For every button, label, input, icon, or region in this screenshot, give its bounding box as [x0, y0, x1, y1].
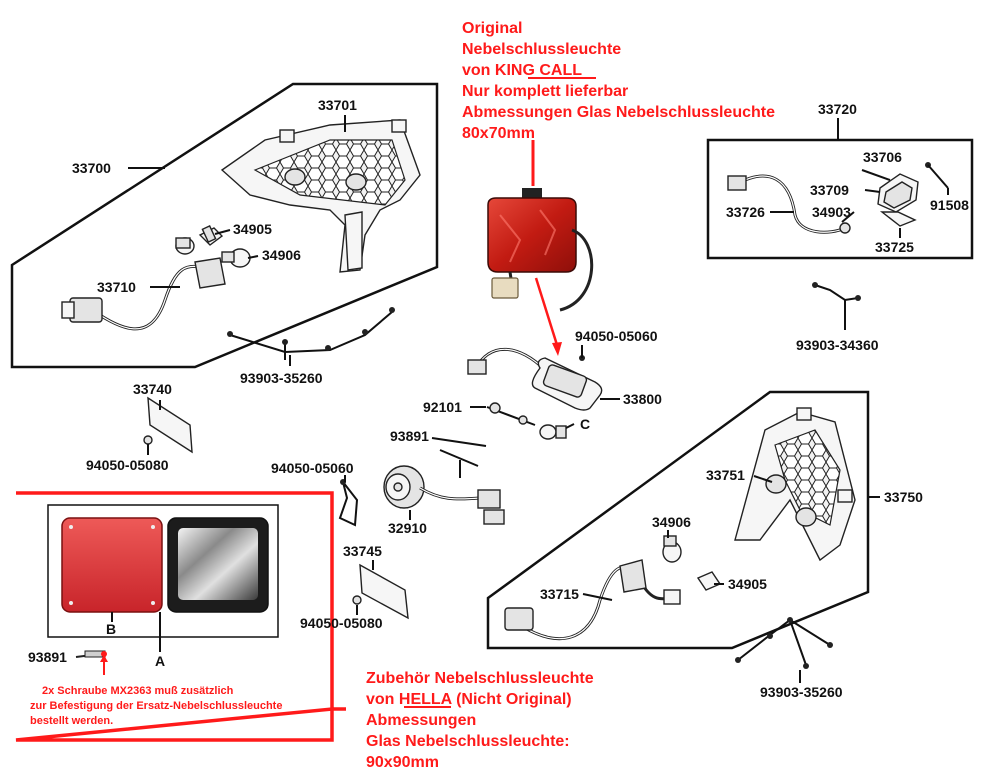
note-original-6: 80x70mm	[462, 125, 535, 142]
tail-light-housing-33751	[734, 407, 856, 562]
label-93903-34360: 93903-34360	[796, 337, 879, 353]
label-33745: 33745	[343, 543, 382, 559]
note-hella-5: 90x90mm	[366, 754, 439, 771]
label-94050-05060a: 94050-05060	[575, 328, 658, 344]
label-93891a: 93891	[390, 428, 429, 444]
screw-93903-34360	[812, 282, 861, 330]
label-93891b: 93891	[28, 649, 67, 665]
note-hella-2: von HELLA (Nicht Original)	[366, 691, 572, 708]
bulb-34905	[198, 225, 224, 246]
label-33710: 33710	[97, 279, 136, 295]
label-33700: 33700	[72, 160, 111, 176]
label-33740: 33740	[133, 381, 172, 397]
label-92101: 92101	[423, 399, 462, 415]
label-34905b: 34905	[728, 576, 767, 592]
bulb-C	[539, 423, 575, 440]
tail-light-housing-33701	[220, 119, 421, 273]
note-screw-1: 2x Schraube MX2363 muß zusätzlich	[42, 685, 234, 697]
screw-92101	[470, 402, 536, 426]
note-hella-1: Zubehör Nebelschlussleuchte	[366, 670, 594, 687]
side-marker-assembly-33720	[727, 162, 949, 238]
bolts-93891	[431, 437, 487, 478]
fog-light-assembly-33800	[467, 345, 620, 411]
reflector-plate-33740	[143, 396, 193, 455]
label-34905a: 34905	[233, 221, 272, 237]
label-33725: 33725	[875, 239, 914, 255]
label-C: C	[580, 416, 590, 432]
note-hella-4: Glas Nebelschlussleuchte:	[366, 733, 570, 750]
label-33701: 33701	[318, 97, 357, 113]
fog-light-original-photo	[487, 140, 594, 356]
frame-33720	[706, 138, 974, 260]
note-original-2: Nebelschlussleuchte	[462, 41, 621, 58]
label-33750: 33750	[884, 489, 923, 505]
label-34903: 34903	[812, 204, 851, 220]
label-33706: 33706	[863, 149, 902, 165]
note-hella-3: Abmessungen	[366, 712, 476, 729]
label-33726: 33726	[726, 204, 765, 220]
note-original-5: Abmessungen Glas Nebelschlussleuchte	[462, 104, 775, 121]
bulb-34906	[221, 248, 251, 268]
label-94050-05060b: 94050-05060	[271, 460, 354, 476]
label-94050-05080a: 94050-05080	[86, 457, 169, 473]
label-91508: 91508	[930, 197, 969, 213]
note-original-1: Original	[462, 20, 522, 37]
label-33751: 33751	[706, 467, 745, 483]
note-screw-2: zur Befestigung der Ersatz-Nebelschlussl…	[30, 700, 282, 712]
screws-93903-35260-top	[227, 307, 395, 360]
label-34906a: 34906	[262, 247, 301, 263]
label-93903-35260b: 93903-35260	[760, 684, 843, 700]
label-B: B	[106, 621, 116, 637]
note-original-4: Nur komplett lieferbar	[462, 83, 628, 100]
label-34906b: 34906	[652, 514, 691, 530]
note-screw-3: bestellt werden.	[30, 715, 113, 727]
label-93903-35260a: 93903-35260	[240, 370, 323, 386]
note-original-3: von KING CALL	[462, 62, 582, 79]
socket-harness-33715	[504, 530, 724, 641]
label-94050-05080b: 94050-05080	[300, 615, 383, 631]
frame-33700	[10, 82, 439, 369]
label-33715: 33715	[540, 586, 579, 602]
socket-harness-33710	[61, 237, 226, 331]
label-33800: 33800	[623, 391, 662, 407]
hella-accessory-box	[15, 491, 346, 742]
label-33720: 33720	[818, 101, 857, 117]
label-32910: 32910	[388, 520, 427, 536]
label-33709: 33709	[810, 182, 849, 198]
frame-33750	[486, 390, 870, 650]
label-A: A	[155, 653, 165, 669]
screws-93903-35260-bottom	[735, 617, 833, 683]
bracket-94050-05060	[338, 475, 359, 527]
reflector-plate-33745	[352, 560, 409, 620]
socket-32910	[383, 465, 505, 525]
